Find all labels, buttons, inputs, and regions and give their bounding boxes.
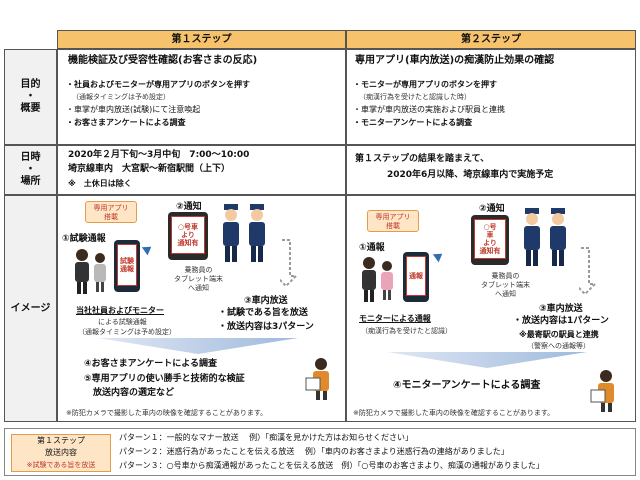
conductor-icon — [223, 204, 265, 262]
tablet-icon: ○号 車 より 通知有 — [471, 215, 509, 265]
date-step1-cell: 2020年２月下旬～3月中旬 7:00～10:00 埼京線車内 大宮駅～新宿駅間… — [57, 145, 346, 195]
survey-icon — [305, 358, 329, 400]
step3-bullet2: ・放送内容は3パターン — [218, 322, 314, 332]
legend-title3: ※試験である旨を放送 — [26, 461, 96, 469]
step1-label: ①試験通報 — [62, 234, 106, 244]
purpose-step1-cell: 機能検証及び受容性確認(お客さまの反応) ・社員およびモニターが専用アプリのボタ… — [57, 49, 346, 145]
step5-label: ⑤専用アプリの使い勝手と技術的な検証 — [84, 374, 245, 384]
legend-title1: 第１ステップ — [37, 436, 85, 445]
step2-label: ②通知 — [176, 202, 202, 212]
arrow-icon — [387, 352, 587, 368]
arrow-icon — [141, 242, 155, 256]
camera-footnote: ※防犯カメラで撮影した車内の映像を確認することがあります。 — [353, 409, 555, 417]
step4-label: ④お客さまアンケートによる調査 — [84, 359, 217, 369]
smartphone-icon: 通報 — [403, 252, 429, 302]
legend-pattern2: パターン２：迷惑行為があったことを伝える放送 例）「車内のお客さまより迷惑行為の… — [119, 447, 509, 456]
label-text: イメージ — [10, 302, 51, 314]
purpose-step2-line1-sub: （痴漢行為を受けたと認識した時） — [359, 93, 471, 101]
smartphone-icon: 試験 通報 — [114, 240, 140, 292]
step3-bullet1: ・試験である旨を放送 — [218, 308, 308, 318]
purpose-step2-title: 専用アプリ(車内放送)の痴漢防止効果の確認 — [355, 55, 555, 66]
date-step1-line2: 埼京線車内 大宮駅～新宿駅間（上下） — [68, 164, 231, 174]
passenger-icon — [362, 257, 393, 302]
purpose-step2-line3: ・モニターアンケートによる調査 — [353, 118, 473, 127]
tablet-icon: ○号車 より 通知有 — [168, 212, 208, 260]
crew-tablet-note: 乗務員の タブレット端末 へ通知 — [481, 272, 530, 298]
survey-icon — [590, 370, 614, 412]
step1-label: ①通報 — [359, 243, 385, 253]
date-place-label: 日時 ・ 場所 — [4, 145, 57, 195]
phone-screen-text: 試験 通報 — [117, 244, 137, 286]
image-step2-cell: 専用アプリ 搭載 ①通報 通報 ②通知 ○号 車 より 通知有 乗務員の タブレ… — [346, 195, 636, 422]
arrow-icon — [579, 247, 597, 296]
label-text: ・ — [25, 91, 36, 102]
image-label: イメージ — [4, 195, 57, 422]
date-step2-line2: 2020年6月以降、埼京線車内で実施予定 — [387, 170, 554, 180]
date-step1-line1: 2020年２月下旬～3月中旬 7:00～10:00 — [68, 150, 250, 160]
step5-detail: 放送内容の選定など — [84, 388, 175, 398]
tablet-screen-text: ○号車 より 通知有 — [171, 216, 205, 254]
purpose-step1-line2: ・車掌が車内放送(試験)にて注意喚起 — [66, 105, 201, 114]
purpose-step1-title: 機能検証及び受容性確認(お客さまの反応) — [68, 55, 258, 66]
conductor-icon — [524, 208, 566, 266]
legend-title2: 放送内容 — [45, 448, 77, 457]
date-step2-cell: 第１ステップの結果を踏まえて、 2020年6月以降、埼京線車内で実施予定 — [346, 145, 636, 195]
arrow-icon — [98, 338, 298, 354]
purpose-step1-line1-sub: （通報タイミングは予め設定） — [72, 93, 170, 101]
step4-label: ④モニターアンケートによる調査 — [393, 380, 541, 391]
legend-pattern1: パターン１：一般的なマナー放送 例）「痴漢を見かけた方はお知らせください」 — [119, 433, 413, 442]
image-step1-cell: 専用アプリ 搭載 ①試験通報 試験 通報 ②通知 ○号車 より 通知有 乗務員の… — [57, 195, 346, 422]
passenger-icon — [75, 249, 106, 294]
purpose-step1-line1: ・社員およびモニターが専用アプリのボタンを押す — [66, 80, 250, 89]
date-step1-line3: ※ 土休日は除く — [68, 179, 132, 188]
date-step2-line1: 第１ステップの結果を踏まえて、 — [355, 154, 490, 164]
step1-header: 第１ステップ — [57, 30, 346, 49]
phone-screen-text: 通報 — [406, 256, 426, 296]
camera-footnote: ※防犯カメラで撮影した車内の映像を確認することがあります。 — [66, 409, 268, 417]
monitor-sub1: による試験通報 — [98, 318, 147, 326]
monitor-title: モニターによる通報 — [359, 314, 431, 323]
step2-header: 第２ステップ — [346, 30, 636, 49]
monitor-sub2: （通報タイミングは予め設定） — [78, 328, 176, 336]
monitor-sub: （痴漢行為を受けたと認識） — [361, 327, 452, 335]
step3-bullet2: ※最寄駅の駅員と連携 — [519, 330, 599, 339]
step3-label: ③車内放送 — [539, 304, 583, 314]
tablet-screen-text: ○号 車 より 通知有 — [474, 219, 506, 259]
arrow-icon — [280, 239, 298, 288]
step3-label: ③車内放送 — [244, 296, 288, 306]
purpose-step2-cell: 専用アプリ(車内放送)の痴漢防止効果の確認 ・モニターが専用アプリのボタンを押す… — [346, 49, 636, 145]
monitor-title: 当社社員およびモニター — [76, 306, 164, 315]
step2-label: ②通知 — [479, 204, 505, 214]
app-callout: 専用アプリ 搭載 — [367, 210, 419, 232]
purpose-step2-line2: ・車掌が車内放送の実施および駅員と連携 — [353, 105, 505, 114]
legend-pattern3: パターン３：○号車から痴漢通報があったことを伝える放送 例）「○号車のお客さまよ… — [119, 461, 544, 470]
label-text: ・ — [25, 164, 36, 175]
broadcast-legend: 第１ステップ 放送内容 ※試験である旨を放送 パターン１：一般的なマナー放送 例… — [4, 428, 636, 476]
step3-bullet1: ・放送内容は1パターン — [513, 316, 609, 326]
label-text: 目的 — [20, 79, 41, 90]
crew-tablet-note: 乗務員の タブレット端末 へ通知 — [174, 266, 223, 292]
label-text: 場所 — [20, 176, 41, 187]
purpose-step1-line3: ・お客さまアンケートによる調査 — [66, 118, 186, 127]
label-text: 概要 — [20, 103, 41, 114]
step3-bullet3: （警察への通報等） — [527, 342, 590, 350]
purpose-step2-line1: ・モニターが専用アプリのボタンを押す — [353, 80, 497, 89]
arrow-icon — [432, 249, 446, 263]
label-text: 日時 — [20, 152, 41, 163]
legend-title-box: 第１ステップ 放送内容 ※試験である旨を放送 — [11, 434, 111, 472]
app-callout: 専用アプリ 搭載 — [85, 201, 137, 223]
purpose-label: 目的 ・ 概要 — [4, 49, 57, 145]
